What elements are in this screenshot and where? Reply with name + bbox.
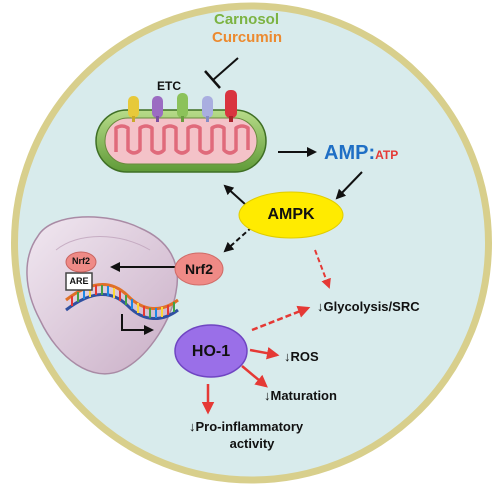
- arrow-ho1-to-maturation: [241, 365, 268, 388]
- amp-atp-label: AMP:ATP: [324, 143, 398, 163]
- nucleus-nrf2-blob: [65, 251, 97, 273]
- etc-complexes: [128, 90, 237, 122]
- glycolysis-label: ↓Glycolysis/SRC: [317, 299, 420, 314]
- ros-label: ↓ROS: [284, 349, 319, 364]
- transcription-arrow: [121, 314, 154, 335]
- atp-text: ATP: [375, 148, 399, 162]
- arrow-ampk-to-glycolysis: [314, 249, 331, 289]
- carnosol-label: Carnosol: [214, 11, 280, 28]
- amp-text: AMP: [324, 142, 369, 164]
- mitochondrion: [95, 109, 267, 173]
- arrow-ampk-to-mito: [223, 184, 247, 206]
- amp-colon: :: [368, 142, 376, 164]
- etc-label: ETC: [157, 79, 181, 93]
- ho1-label: HO-1: [191, 343, 231, 360]
- are-label: ARE: [69, 276, 89, 286]
- ho1-node: [174, 324, 248, 378]
- inhibition-arrow: [204, 57, 239, 89]
- ampk-label: AMPK: [267, 206, 315, 223]
- nucleus-nrf2-label: Nrf2: [71, 256, 91, 266]
- arrow-ampk-to-nrf2: [223, 226, 253, 253]
- are-box: [65, 272, 93, 291]
- maturation-label: ↓Maturation: [264, 388, 337, 403]
- arrow-amp-to-ampk: [335, 171, 363, 200]
- activity-label: activity: [229, 436, 275, 451]
- nrf2-node: [174, 252, 224, 286]
- nrf2-label: Nrf2: [184, 261, 214, 277]
- curcumin-label: Curcumin: [212, 29, 283, 46]
- ampk-node: [238, 191, 344, 239]
- arrow-ho1-to-ros: [249, 347, 280, 360]
- proinflammatory-label: ↓Pro-inflammatory: [189, 419, 304, 434]
- dna-strand: [65, 283, 179, 320]
- arrow-ho1-to-glycolysis: [251, 305, 311, 332]
